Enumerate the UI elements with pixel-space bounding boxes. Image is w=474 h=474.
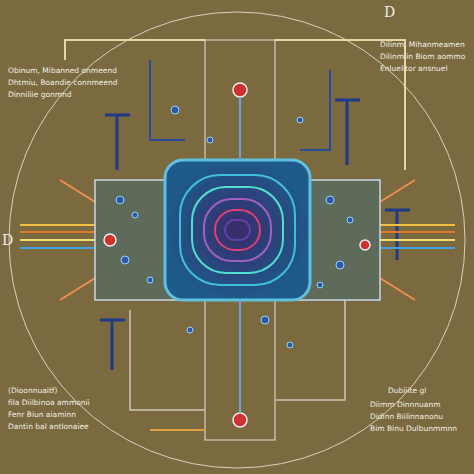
- annotation-text: Enluelitor ansnuel: [380, 64, 448, 73]
- corner-letter: D: [384, 4, 395, 22]
- annotation-text: Fenr Biun aiaminn: [8, 410, 76, 419]
- annotation-text: fila Diilbinoa ammonii: [8, 398, 90, 407]
- annotation-text: Dubiiite gl: [388, 386, 426, 395]
- annotation-text: Dantin bal antlonaiee: [8, 422, 89, 431]
- annotation-text: Dhtmiu, Boandie connmeend: [8, 78, 118, 87]
- annotation-text: Obinum, Mibanned onmeend: [8, 66, 117, 75]
- annotation-text: (Dioonnuaitf): [8, 386, 57, 395]
- annotation-text: Didinn Biilinnanonu: [370, 412, 443, 421]
- annotation-text: Bim Binu Dulbunmmnn: [370, 424, 457, 433]
- annotation-text: Dilinm, Mihanmeamen: [380, 40, 465, 49]
- annotation-text: Dilinmlin Biom aommo: [380, 52, 465, 61]
- annotation-text: Dinniliie gonmnd: [8, 90, 72, 99]
- corner-letter: D: [2, 232, 13, 250]
- annotation-text: Diimm Dinnnuanm: [370, 400, 440, 409]
